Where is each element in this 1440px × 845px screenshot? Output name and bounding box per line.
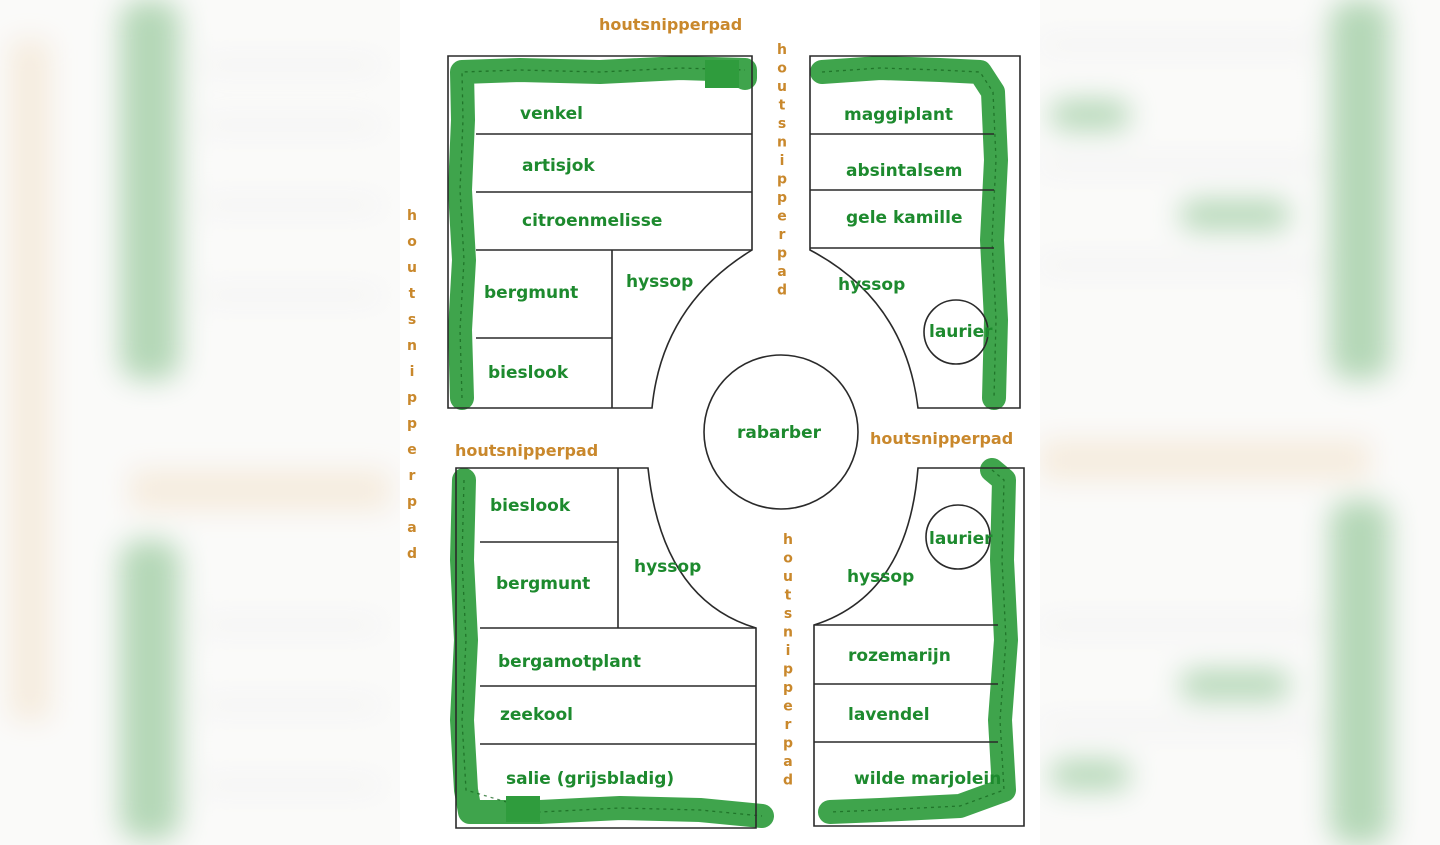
path-label-letter: r [779,227,786,243]
plant-label: maggiplant [844,105,953,125]
path-label-letter: o [777,61,787,77]
plant-label: artisjok [522,156,595,176]
path-label-letter: d [783,773,793,789]
path-label-letter: i [786,643,791,659]
path-label-letter: s [778,116,786,132]
hedge-top-left-block [705,60,739,88]
path-label-letter: u [783,569,793,585]
path-label-letter: p [783,680,793,696]
path-label-top: houtsnipperpad [599,15,742,34]
path-label-letter: a [777,264,786,280]
plant-label: bieslook [490,496,571,516]
laurier-circle-bottom [925,504,991,570]
plant-label: gele kamille [846,208,962,228]
path-label-letter: t [779,98,786,114]
hedge-bottom-right [818,458,1018,824]
plant-label: venkel [520,104,583,124]
path-label-letter: p [407,416,417,432]
path-label-vertical-top: houtsnipperpad [777,42,787,299]
path-label-letter: p [407,494,417,510]
path-label-letter: o [407,234,417,250]
path-label-letter: n [407,338,417,354]
path-label-letter: t [409,286,416,302]
path-label-letter: r [785,717,792,733]
path-label-letter: d [777,283,787,299]
path-label-letter: p [777,172,787,188]
path-label-letter: p [783,736,793,752]
plant-label: wilde marjolein [854,769,1001,789]
plant-label: citroenmelisse [522,211,662,231]
bed-bottom-right [813,467,1025,827]
path-label-letter: s [784,606,792,622]
plant-label: hyssop [847,567,914,587]
path-label-vertical-bottom: houtsnipperpad [783,532,793,789]
path-label-letter: h [783,532,793,548]
plant-label: zeekool [500,705,573,725]
path-label-letter: u [777,79,787,95]
path-label-letter: h [407,208,417,224]
path-label-letter: p [777,190,787,206]
hedge-top-left [448,56,757,410]
path-label-letter: a [783,754,792,770]
bed-bottom-left [455,467,757,829]
path-label-letter: e [783,699,793,715]
path-label-letter: p [783,662,793,678]
center-circle [703,354,859,510]
plant-label: salie (grijsbladig) [506,769,674,789]
path-label-letter: p [407,390,417,406]
laurier-circle-top [923,299,989,365]
bed-top-left [447,55,753,409]
plant-label: laurier [929,322,993,342]
plant-label: laurier [929,529,993,549]
path-label-letter: i [780,153,785,169]
plant-label: bergamotplant [498,652,641,672]
path-label-right: houtsnipperpad [870,429,1013,448]
hedge-bottom-left [450,468,774,828]
path-label-letter: d [407,546,417,562]
plant-label: lavendel [848,705,930,725]
path-label-letter: o [783,551,793,567]
path-label-letter: h [777,42,787,58]
path-label-letter: u [407,260,417,276]
path-label-letter: e [407,442,417,458]
path-label-letter: n [783,625,793,641]
path-label-letter: t [785,588,792,604]
path-label-letter: a [407,520,416,536]
path-label-letter: r [409,468,416,484]
plant-label: hyssop [838,275,905,295]
bed-top-right [809,55,1021,409]
path-label-letter: p [777,246,787,262]
plant-label: hyssop [634,557,701,577]
garden-plan-diagram: rabarber houtsnipperpad houtsnipperpad h… [407,15,1025,829]
plant-label: rozemarijn [848,646,951,666]
path-label-vertical-left: houtsnipperpad [407,208,417,562]
path-label-letter: n [777,135,787,151]
plant-label: hyssop [626,272,693,292]
plant-label: bergmunt [484,283,578,303]
plant-label: bieslook [488,363,569,383]
path-label-letter: e [777,209,787,225]
plant-label: bergmunt [496,574,590,594]
plant-label: absintalsem [846,161,962,181]
center-plant-label: rabarber [737,423,822,443]
hedge-bottom-left-block [506,796,540,822]
path-label-letter: i [410,364,415,380]
blurred-background-left [0,0,400,845]
path-label-letter: s [408,312,416,328]
blurred-background-right [1040,0,1440,845]
path-label-left: houtsnipperpad [455,441,598,460]
garden-plan-sheet: rabarber houtsnipperpad houtsnipperpad h… [400,0,1040,845]
